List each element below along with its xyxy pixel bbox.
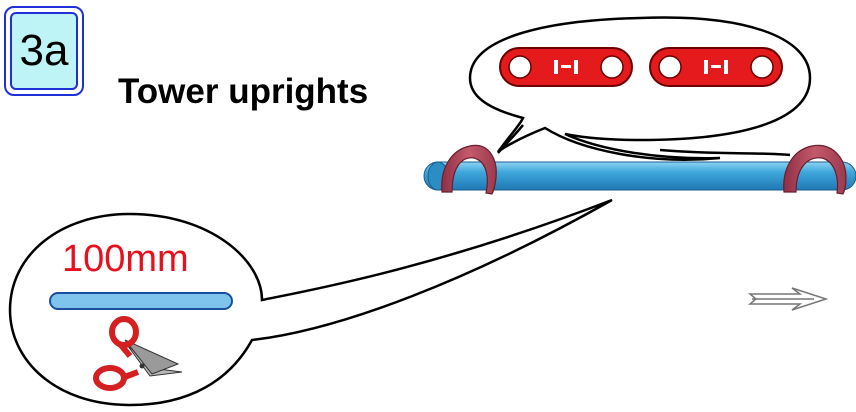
cut-callout-bubble xyxy=(8,198,613,407)
tube-assembly xyxy=(423,144,856,195)
cut-tube-piece xyxy=(49,292,233,310)
link-part-icon xyxy=(499,47,633,87)
callout-pointer-left xyxy=(497,124,524,154)
step-badge: 3a xyxy=(4,6,84,96)
clip-icon xyxy=(783,144,847,195)
next-arrow-icon xyxy=(747,287,829,311)
step-label: 3a xyxy=(10,12,78,90)
cut-length-label: 100mm xyxy=(62,238,189,280)
callout-pointer-right xyxy=(659,148,791,157)
scissors-icon xyxy=(93,316,183,391)
parts-callout-bubble xyxy=(468,16,812,161)
link-part-icon xyxy=(649,47,783,87)
clip-icon xyxy=(441,144,497,195)
page-title: Tower uprights xyxy=(118,72,369,111)
